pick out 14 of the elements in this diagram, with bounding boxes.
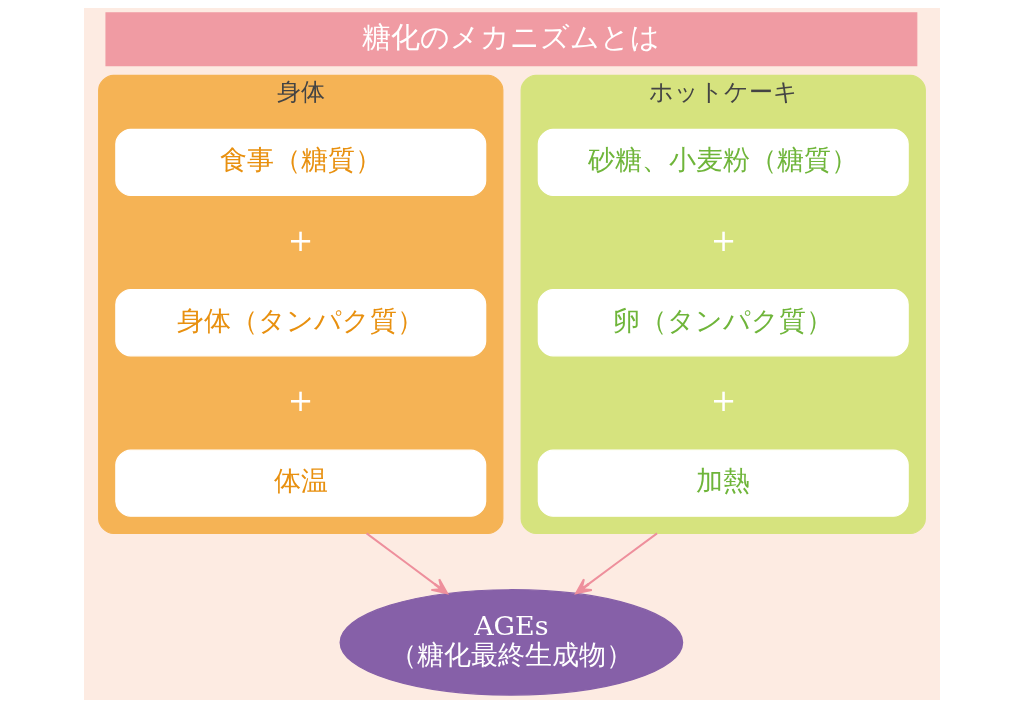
node-ellipse: AGEs （糖化最終生成物） <box>339 589 684 696</box>
node-box: 糖化のメカニズムとは <box>105 12 918 67</box>
arrow <box>365 532 449 595</box>
label: ＋ <box>282 378 320 422</box>
node-box: 食事（糖質） <box>115 128 487 196</box>
node-box: 卵（タンパク質） <box>537 289 909 357</box>
node-box: 体温 <box>115 449 487 517</box>
node-box: 砂糖、小麦粉（糖質） <box>537 128 909 196</box>
node-box: 身体（タンパク質） <box>115 289 487 357</box>
label: ＋ <box>282 217 320 261</box>
label: ＋ <box>704 378 742 422</box>
label: ＋ <box>704 217 742 261</box>
arrow <box>575 532 658 595</box>
node-box: 加熱 <box>537 449 909 517</box>
